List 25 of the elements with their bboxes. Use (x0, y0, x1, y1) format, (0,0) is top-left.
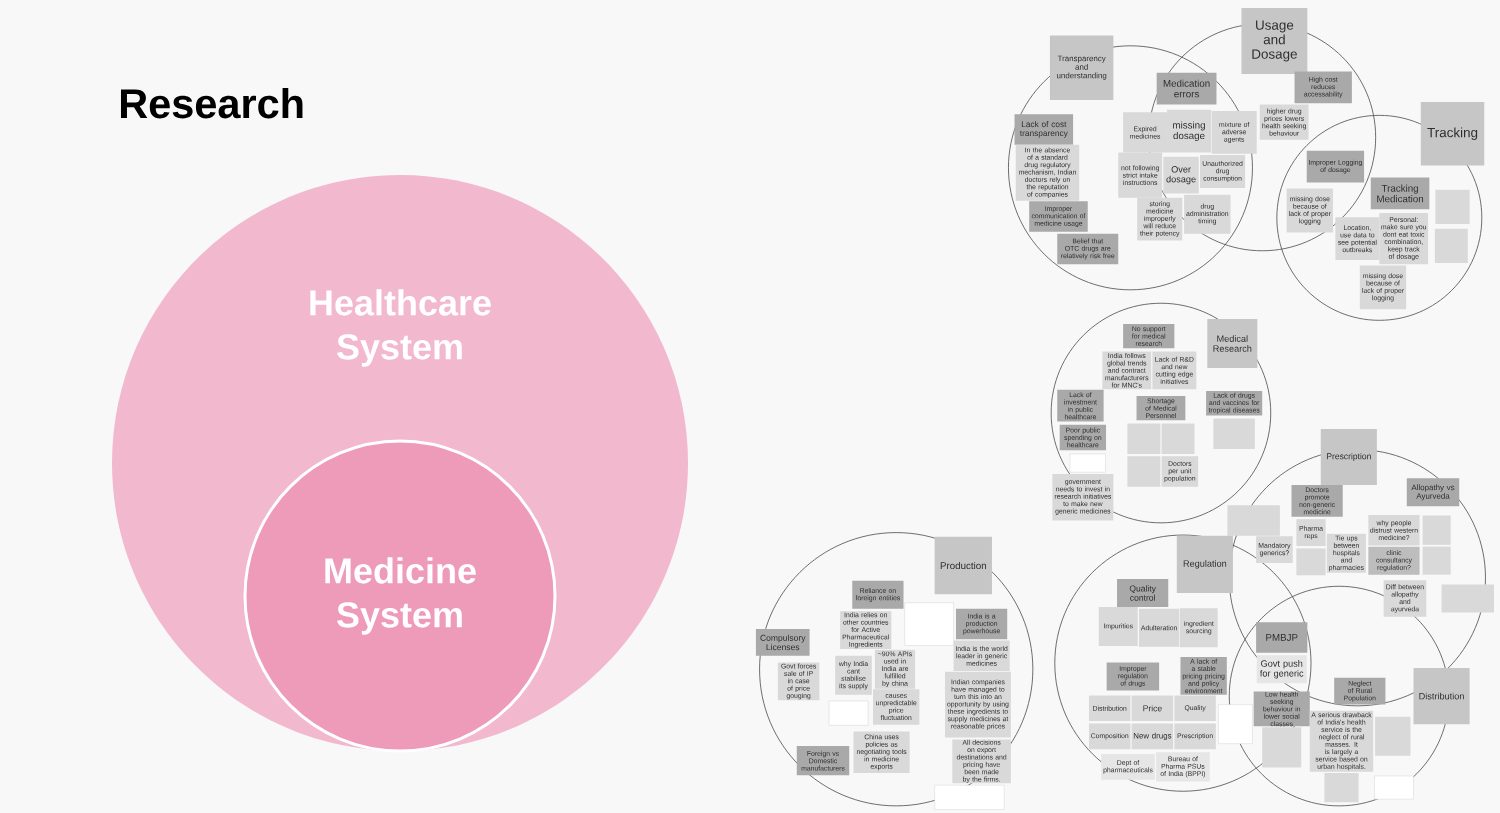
note-card (904, 602, 954, 646)
sticky-note: Price (1131, 695, 1174, 722)
sticky-note (1324, 772, 1359, 803)
sticky-note: Govt push for generic (1256, 655, 1307, 684)
sticky-note (1441, 584, 1494, 613)
sticky-note (1296, 548, 1326, 576)
sticky-note: Medication errors (1156, 72, 1217, 105)
sticky-note: PMBJP (1256, 622, 1308, 653)
sticky-note: missing dosage (1167, 109, 1211, 153)
sticky-note: Tracking Medication (1370, 177, 1430, 210)
sticky-note (1127, 423, 1161, 454)
sticky-note: Distribution (1413, 668, 1470, 725)
sticky-note: Tracking (1420, 101, 1485, 166)
note-card (1069, 453, 1106, 473)
sticky-note (1213, 418, 1255, 450)
sticky-note (1161, 423, 1195, 454)
sticky-note (1435, 189, 1470, 224)
sticky-note: Prescription (1320, 428, 1377, 485)
title: Research (121, 87, 303, 119)
sticky-note: Over dosage (1163, 156, 1199, 194)
sticky-note (1375, 716, 1411, 756)
sticky-note (1127, 456, 1161, 487)
note-card (934, 784, 1005, 810)
sticky-note: Usage and Dosage (1241, 8, 1308, 74)
sticky-note: Quality control (1117, 578, 1169, 607)
